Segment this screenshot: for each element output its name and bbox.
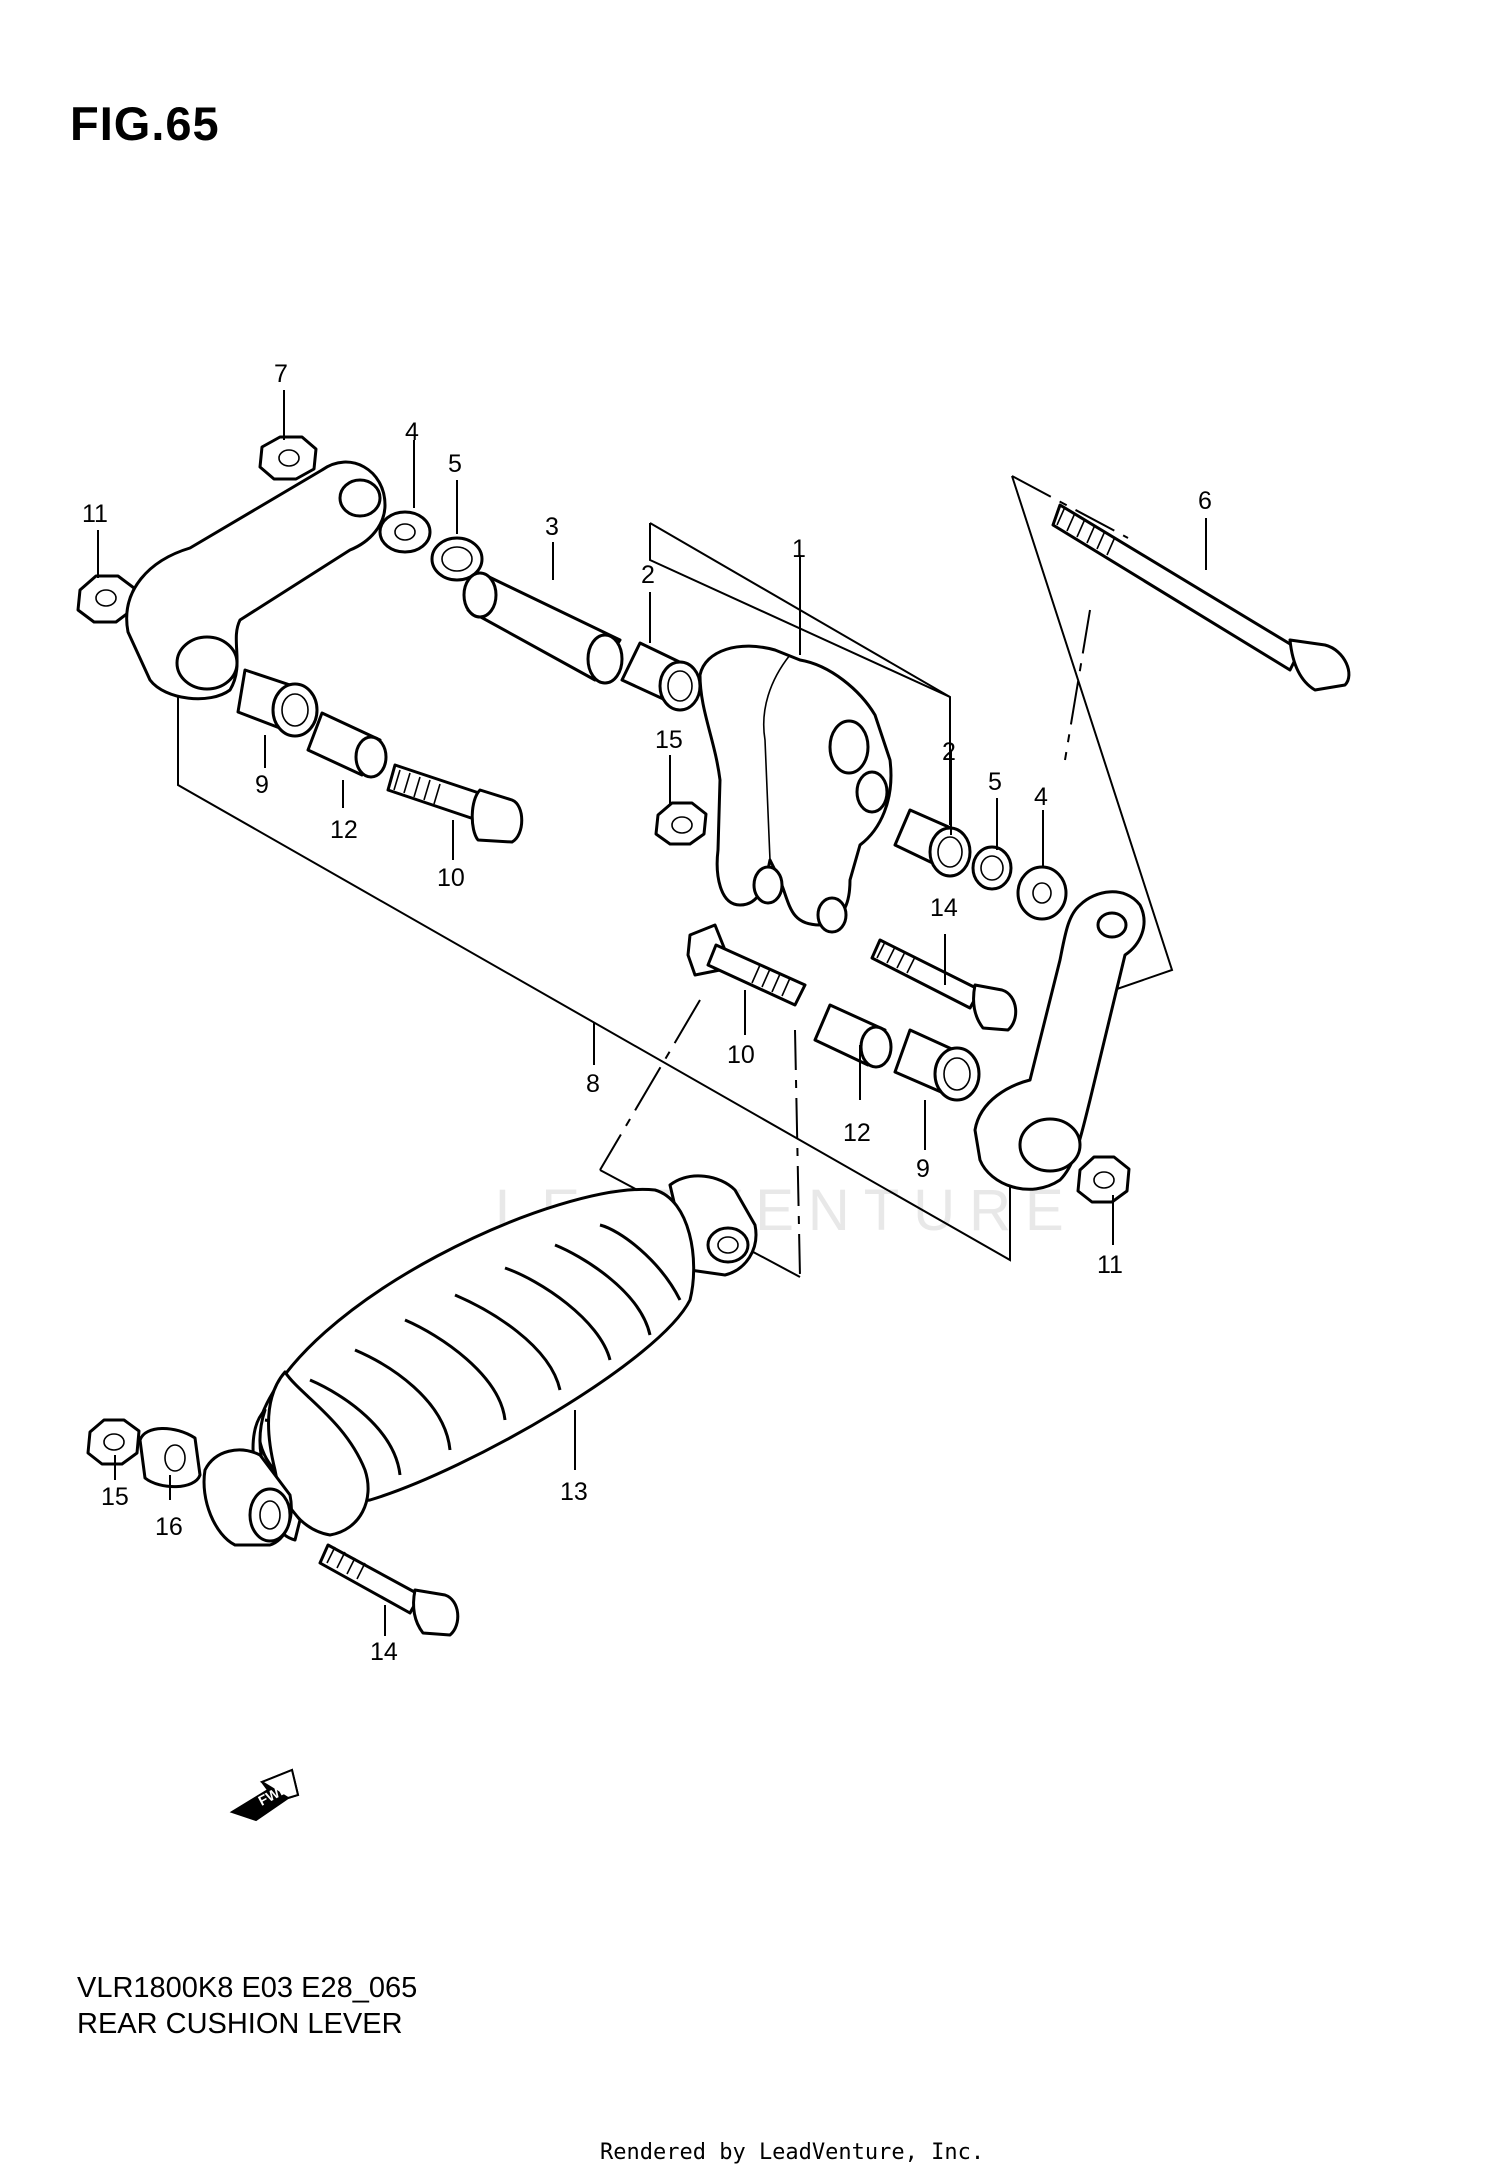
callout-4-right: 4 [1034,783,1048,811]
callout-12-right: 12 [843,1119,871,1147]
spacer-3-part [462,571,624,685]
fwd-arrow-icon: FWD [229,1768,300,1822]
callout-5-right: 5 [988,768,1002,796]
nut-11-right-part [1076,1155,1131,1204]
bolt-10-left-part [386,763,524,844]
bearing-9-right-part [893,1028,981,1102]
callout-2-top: 2 [641,561,655,589]
callout-7: 7 [274,360,288,388]
callout-13: 13 [560,1478,588,1506]
bearing-9-left-part [236,668,319,738]
shock-absorber-13-part [251,1174,758,1542]
callout-3: 3 [545,513,559,541]
cushion-lever-1-part [698,644,893,934]
washer-4-right-part [1016,865,1068,921]
callout-9-right: 9 [916,1155,930,1183]
callout-9-left: 9 [255,771,269,799]
callout-15-center: 15 [655,726,683,754]
nut-7-part [258,435,318,481]
callout-10-center: 10 [727,1041,755,1069]
nut-15-lower-part [86,1418,141,1466]
callout-6: 6 [1198,487,1212,515]
bearing-2-right-part [893,808,972,878]
callout-10-left: 10 [437,864,465,892]
cushion-rod-right-part [973,890,1146,1191]
callout-5-top: 5 [448,450,462,478]
lower-eye-bushing-part [202,1448,293,1547]
callout-leaders [97,390,1207,1636]
callout-14-upper: 14 [930,894,958,922]
callout-12-left: 12 [330,816,358,844]
bolt-14-lower-part [318,1543,460,1637]
diagram-caption: REAR CUSHION LEVER [77,2008,403,2040]
callout-4-top: 4 [405,418,419,446]
collar-12-right-part [813,1003,893,1069]
bolt-14-upper-part [870,938,1018,1032]
callout-numbers: 7 4 5 3 2 1 6 11 9 12 10 15 2 5 4 14 10 … [82,360,1212,1666]
callout-14-lower: 14 [370,1638,398,1666]
callout-2-right: 2 [942,738,956,766]
callout-11-right: 11 [1097,1251,1123,1279]
cushion-rod-left-part [125,460,387,701]
seal-5-right-part [971,845,1013,891]
bolt-10-center-part [686,923,807,1007]
callout-1: 1 [792,535,806,563]
callout-16: 16 [155,1513,183,1541]
collar-12-left-part [306,711,388,779]
model-code-label: VLR1800K8 E03 E28_065 [77,1972,418,2004]
callout-15-lower: 15 [101,1483,129,1511]
callout-8: 8 [586,1070,600,1098]
bearing-2-top-part [620,641,702,712]
callout-11-left: 11 [82,500,108,528]
bolt-6-part [1051,503,1351,692]
nut-15-center-part [654,801,708,846]
rendered-by-credit: Rendered by LeadVenture, Inc. [600,2140,985,2165]
figure-title: FIG.65 [70,97,220,150]
washer-4-top-part [378,510,432,554]
collar-16-part [138,1427,202,1489]
seal-5-top-part [430,536,484,582]
